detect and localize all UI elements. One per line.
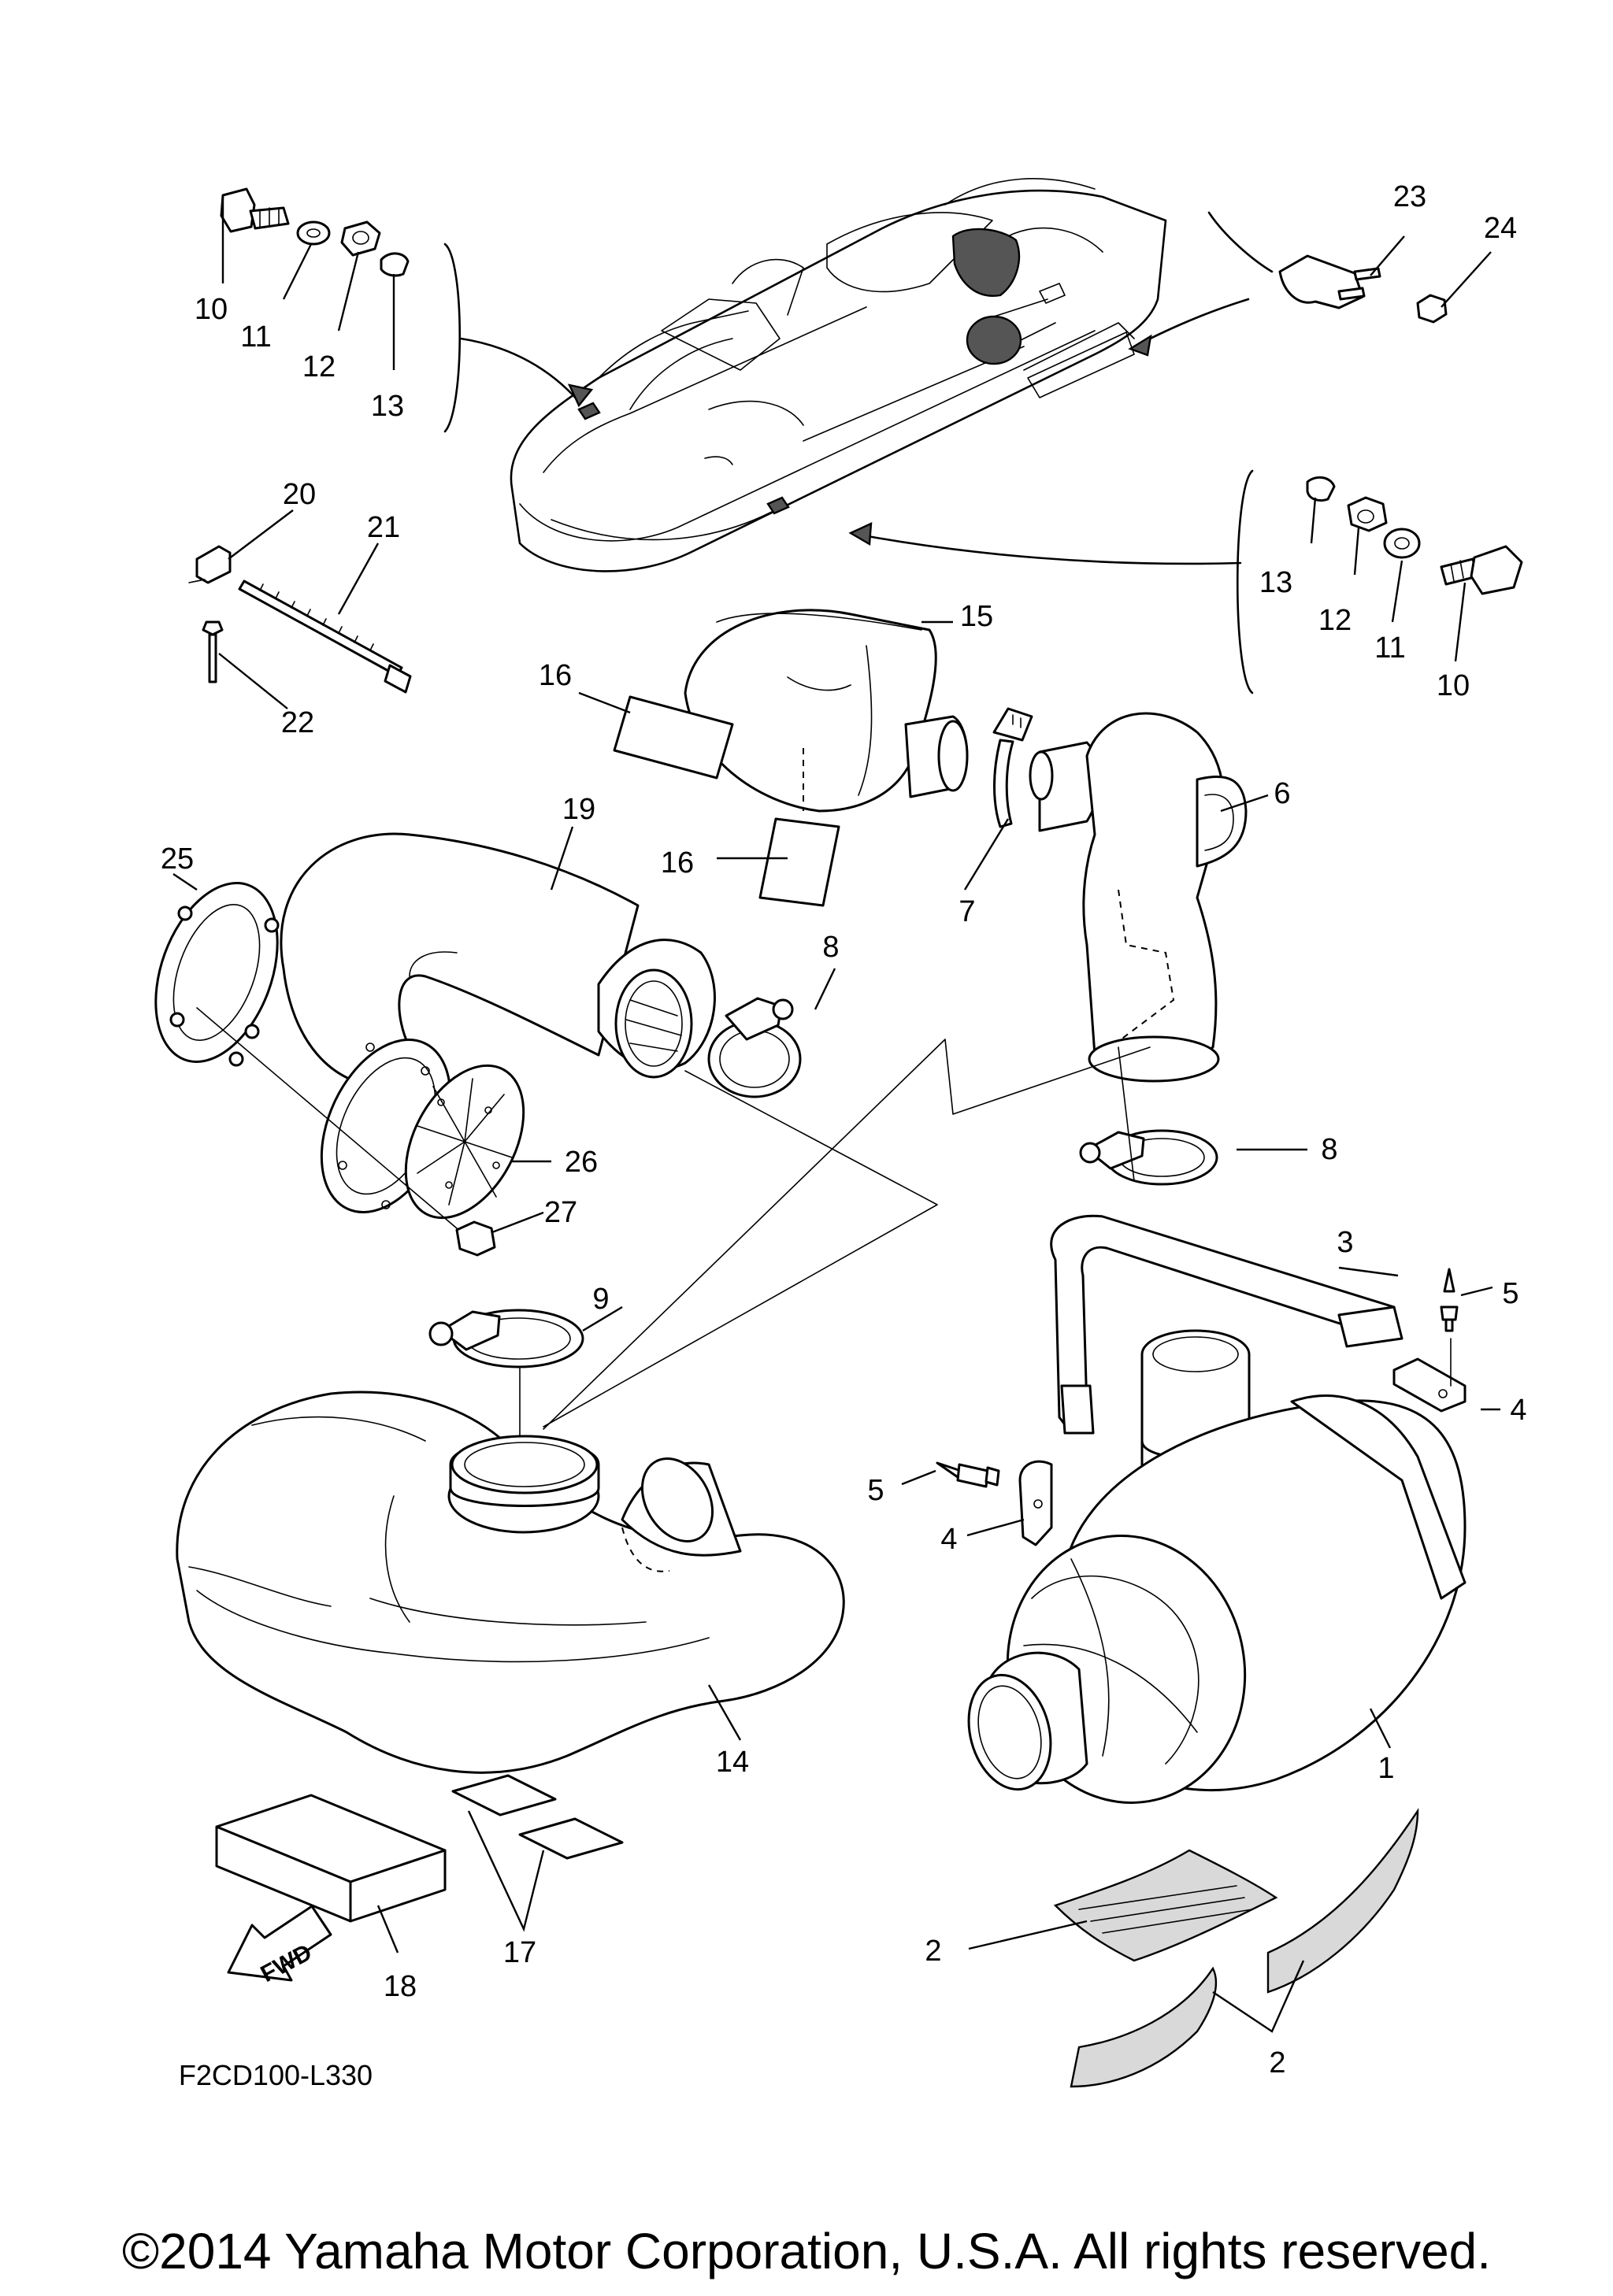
- callout-5-left: 5: [867, 1474, 884, 1507]
- callout-16-upper: 16: [539, 659, 572, 692]
- arrow-to-stern-fitting: [1133, 298, 1250, 348]
- assembly-line: [1118, 1046, 1135, 1182]
- nut-27: [455, 1220, 496, 1257]
- watercraft-illustration: [510, 178, 1167, 572]
- bow-fastener-set: [220, 187, 410, 277]
- air-filter-case-1: [967, 1329, 1467, 1804]
- clip-tie-rivet: [188, 545, 412, 694]
- callout-11-right: 11: [1374, 631, 1405, 665]
- callout-27: 27: [544, 1196, 577, 1229]
- callout-2-bottom: 2: [1269, 2046, 1285, 2079]
- callout-15: 15: [960, 600, 993, 633]
- callout-8-upper: 8: [822, 931, 839, 964]
- lower-resonator-14: [176, 1391, 845, 1774]
- air-duct-19: [280, 832, 716, 1088]
- screen-plate-26: [404, 1064, 525, 1220]
- callout-12-right: 12: [1318, 604, 1352, 637]
- callout-18: 18: [384, 1970, 417, 2003]
- copyright-notice: ©2014 Yamaha Motor Corporation, U.S.A. A…: [121, 2223, 1492, 2279]
- callout-19: 19: [562, 793, 595, 826]
- callout-8-lower: 8: [1321, 1133, 1337, 1166]
- callout-7: 7: [959, 895, 975, 928]
- callout-6: 6: [1274, 777, 1290, 810]
- ring-plate-25: [154, 882, 280, 1067]
- callout-13-right: 13: [1259, 566, 1292, 599]
- hose-clamp-9: [428, 1309, 584, 1368]
- callout-17: 17: [503, 1936, 536, 1969]
- hose-clamp-8-upper: [707, 997, 802, 1098]
- callout-21: 21: [367, 511, 400, 544]
- adhesive-pad-16b: [758, 817, 840, 907]
- callout-4-right: 4: [1510, 1394, 1526, 1427]
- intake-duct-6: [1029, 712, 1248, 1083]
- callout-22: 22: [281, 706, 314, 739]
- callout-5-right: 5: [1502, 1277, 1518, 1310]
- callout-2-left: 2: [925, 1935, 941, 1968]
- callout-23: 23: [1393, 180, 1426, 213]
- callout-24: 24: [1484, 212, 1517, 245]
- forward-direction-arrow: FWD: [227, 1905, 332, 1987]
- hose-clamp-8-lower: [1079, 1129, 1218, 1186]
- callout-14: 14: [716, 1746, 749, 1779]
- callout-4-left: 4: [940, 1523, 957, 1556]
- callout-25: 25: [161, 842, 194, 876]
- callout-1: 1: [1378, 1752, 1394, 1785]
- callout-10-right: 10: [1437, 669, 1470, 702]
- callout-numbers: 1 2 2 3 4 4 5 5 6 7 8 8 9 10 10 11 11 12…: [161, 180, 1527, 2091]
- callout-20: 20: [283, 478, 316, 511]
- hose-clamp-7: [992, 707, 1033, 828]
- pad-17b: [518, 1817, 624, 1860]
- leader-lines: [172, 197, 1500, 2033]
- assembly-line: [543, 1039, 1151, 1430]
- arrowhead: [1128, 334, 1152, 357]
- arrow-to-side-fitting: [853, 532, 1242, 565]
- bracket-4-left: [1018, 1460, 1053, 1546]
- rivet-5-left: [936, 1461, 1000, 1488]
- bracket-right: [1207, 211, 1274, 273]
- adhesive-pad-16a: [613, 695, 734, 780]
- bracket-left: [443, 243, 461, 433]
- callout-9: 9: [592, 1283, 609, 1316]
- bracket-right-lower: [1236, 469, 1254, 694]
- drawing-code: F2CD100-L330: [179, 2059, 373, 2091]
- block-18: [215, 1794, 447, 1923]
- assembly-line: [543, 1070, 938, 1428]
- arrowhead: [848, 522, 873, 546]
- mounting-strap-3: [1050, 1214, 1403, 1435]
- callout-10-left: 10: [195, 293, 228, 326]
- callout-12-left: 12: [302, 350, 336, 383]
- callout-3: 3: [1337, 1226, 1353, 1259]
- callout-16-lower: 16: [661, 846, 694, 880]
- arrowhead: [567, 383, 594, 408]
- pad-17a: [451, 1774, 557, 1816]
- rivet-5-right: [1440, 1268, 1459, 1332]
- assembly-line: [196, 1007, 458, 1229]
- callout-13-left: 13: [371, 390, 404, 423]
- bracket-4-right: [1392, 1357, 1467, 1413]
- stern-bracket-set: [1278, 254, 1448, 324]
- adhesive-pads-2: [1053, 1808, 1419, 2088]
- callout-11-left: 11: [240, 320, 271, 354]
- side-fastener-set: [1306, 476, 1523, 595]
- arrow-to-bow-fitting: [459, 337, 580, 403]
- upper-resonator: [684, 609, 969, 813]
- callout-26: 26: [565, 1146, 598, 1179]
